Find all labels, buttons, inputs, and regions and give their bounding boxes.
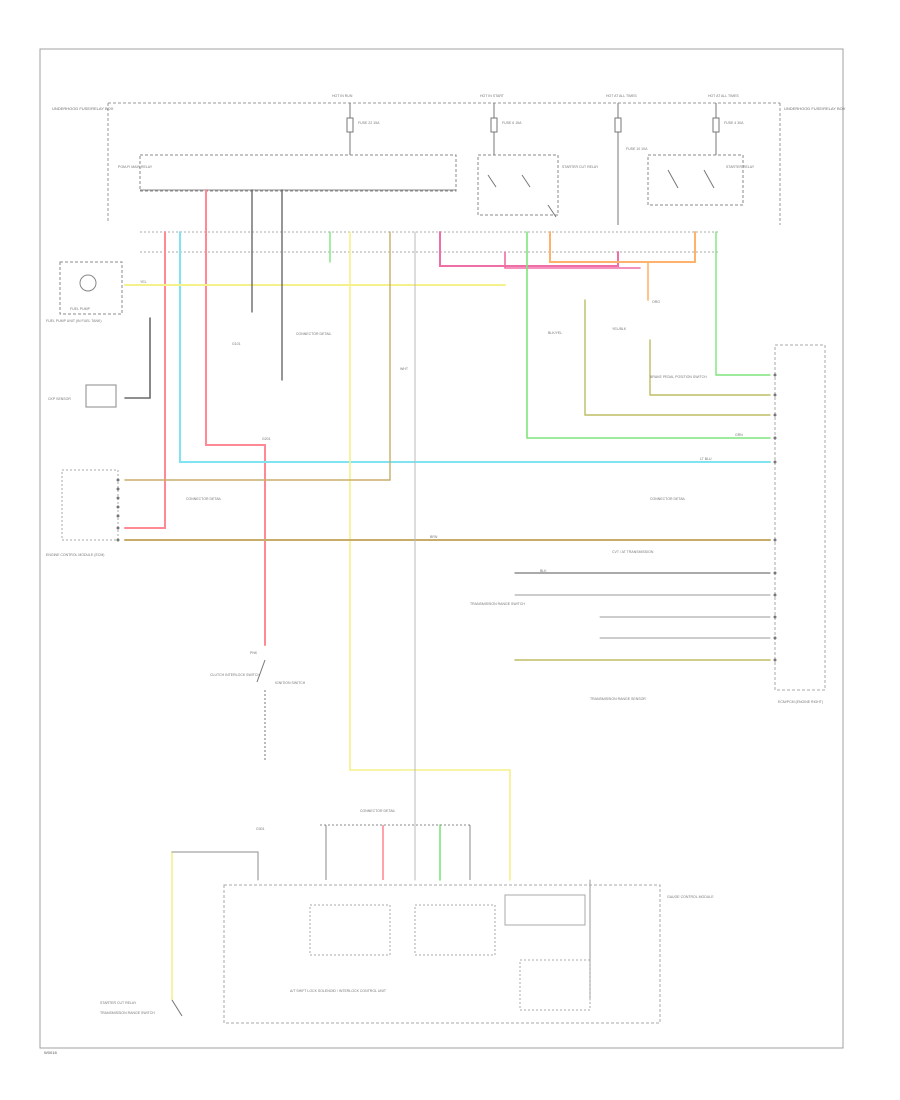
clutch-label: CLUTCH INTERLOCK SWITCH: [210, 673, 260, 677]
ckp-label: CKP SENSOR: [48, 397, 71, 401]
hot-label-4: HOT AT ALL TIMES: [708, 94, 739, 98]
fuse-c-label: FUSE 10 10A: [626, 147, 648, 151]
uh-right-label: UNDERHOOD FUSE/RELAY BOX: [784, 106, 846, 111]
fuel-pump-unit-label: FUEL PUMP UNIT (IN FUEL TANK): [46, 319, 102, 323]
brake-switch-label: BRAKE PEDAL POSITION SWITCH: [650, 375, 707, 379]
bottom-drops: [325, 825, 471, 880]
code-blk: BLK: [540, 569, 547, 573]
bottom-left-label: STARTER CUT RELAY: [100, 1001, 137, 1005]
bottom-module-a: [309, 904, 391, 956]
code-grn: GRN: [735, 433, 743, 437]
code-blk-yel: BLK/YEL: [548, 331, 562, 335]
code-yel-blk: YEL/BLK: [612, 327, 627, 331]
diagram-frame: [39, 48, 844, 1049]
bottom-module-c: [504, 894, 586, 926]
code-yel: YEL: [140, 280, 147, 284]
figure-id: W0018: [44, 1050, 57, 1055]
uh-left-label: UNDERHOOD FUSE/RELAY BOX: [52, 106, 114, 111]
wire-yel-down: [349, 231, 511, 881]
bottom-modules-label: A/T SHIFT LOCK SOLENOID / INTERLOCK CONT…: [290, 989, 387, 993]
bottom-module-b: [414, 904, 496, 956]
wire-org: [549, 231, 696, 263]
gauge-label: GAUGE CONTROL MODULE: [667, 895, 714, 899]
code-blu: LT BLU: [700, 457, 712, 461]
fuse-b-label: FUSE 6 15A: [502, 121, 522, 125]
conn-detail-a: CONNECTOR DETAIL: [186, 497, 222, 501]
conn-detail-b: CONNECTOR DETAIL: [296, 332, 332, 336]
ecm-left-label: ENGINE CONTROL MODULE (ECM): [46, 553, 104, 557]
wire-grn-a: [526, 231, 771, 439]
ecm-upper-block: [139, 154, 457, 192]
bottom-left-relay: [171, 999, 183, 1017]
fuel-pump-box: [59, 261, 123, 315]
hot-label-3: HOT AT ALL TIMES: [606, 94, 637, 98]
relay-block-a: [477, 154, 559, 216]
relay-block-b: [647, 154, 744, 206]
wire-tan-upper: [124, 231, 391, 481]
fuse-d-label: FUSE 4 30A: [724, 121, 744, 125]
fuel-pump-symbol: [79, 274, 97, 292]
code-brn: BRN: [430, 535, 438, 539]
wire-cyan: [179, 231, 771, 463]
wire-pnk-ign: [205, 189, 266, 646]
bottom-left-label-2: TRANSMISSION RANGE SWITCH: [100, 1011, 155, 1015]
ecm-left-pinbox: [61, 469, 119, 541]
fuel-pump-label: FUEL PUMP: [70, 307, 91, 311]
wire-olive-a: [649, 339, 771, 396]
bottom-module-d: [519, 959, 591, 1011]
code-wht: WHT: [400, 367, 409, 371]
wire-grn-b: [715, 231, 771, 376]
ecm-right-label: ECM/PCM (ENGINE RIGHT): [778, 700, 823, 704]
fuses: [346, 103, 720, 225]
relay-a-label: STARTER CUT RELAY: [562, 165, 599, 169]
wire-magenta-b: [504, 251, 641, 269]
ground-b: G201: [262, 437, 271, 441]
ecm-right-pins: [773, 373, 777, 662]
wires: [124, 189, 771, 1001]
ecm-right-box: [774, 344, 826, 691]
wire-gray-bl: [171, 851, 259, 881]
code-org: ORG: [652, 300, 660, 304]
range-switch-label: TRANSMISSION RANGE SWITCH: [470, 602, 525, 606]
bottom-module-box: [223, 884, 661, 1024]
wire-olive-b: [584, 299, 771, 416]
ecm-left-pins: [116, 478, 120, 542]
ign-switch-label: IGNITION SWITCH: [275, 681, 306, 685]
hot-run-label: HOT IN RUN: [332, 94, 353, 98]
trans-range-label: TRANSMISSION RANGE SENSOR: [590, 697, 646, 701]
ecm-upper-label: PGM-FI MAIN RELAY: [118, 165, 153, 169]
wire-pnk-left: [124, 231, 166, 529]
ckp-sensor: [85, 384, 117, 408]
ground-c: G301: [256, 827, 265, 831]
code-pnk: PNK: [250, 651, 258, 655]
relay-contacts: [487, 169, 715, 218]
wire-dark-a: [124, 317, 151, 399]
conn-detail-c: CONNECTOR DETAIL: [650, 497, 686, 501]
relay-b-label: STARTER RELAY: [726, 165, 755, 169]
ignition-switch: [256, 659, 266, 760]
wire-magenta-relay: [439, 231, 619, 267]
conn-detail-d: CONNECTOR DETAIL: [360, 809, 396, 813]
cvt-label: CVT / AT TRANSMISSION: [612, 550, 654, 554]
ground-a: G101: [232, 342, 241, 346]
hot-start-label: HOT IN START: [480, 94, 505, 98]
fuse-a-label: FUSE 22 15A: [358, 121, 380, 125]
